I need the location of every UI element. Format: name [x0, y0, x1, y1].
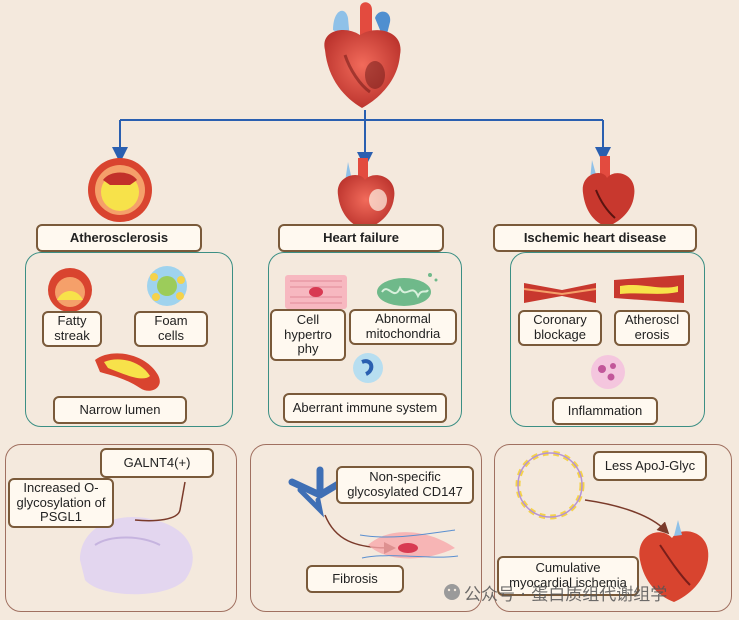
- artery-cross-section-icon: [88, 158, 152, 222]
- immune-cell-icon: [353, 353, 383, 383]
- increased-o-glycosylation-label: Increased O-glycosylation of PSGL1: [8, 478, 114, 528]
- atherosclerosis-panel: [25, 252, 233, 427]
- cardiomyocyte-icon: [285, 275, 347, 309]
- fatty-streak-icon: [48, 268, 92, 312]
- atherosclerosis-split-label: Atheroscl erosis: [614, 310, 690, 346]
- less-apoj-glyc-label: Less ApoJ-Glyc: [593, 451, 707, 481]
- connector-lines: [112, 110, 611, 168]
- top-heart-icon: [324, 2, 401, 108]
- fatty-streak-label: Fatty streak: [42, 311, 102, 347]
- fibroblast-icon: [359, 529, 459, 559]
- wechat-icon: [444, 584, 460, 600]
- atherosclerosis-mechanism-panel: [5, 444, 237, 612]
- damaged-heart-icon: [639, 520, 709, 602]
- heart-failure-mechanism-panel: [250, 444, 482, 612]
- narrow-lumen-label: Narrow lumen: [53, 396, 187, 424]
- atherosclerosis-header: Atherosclerosis: [36, 224, 202, 252]
- heart-failure-heart-icon: [337, 158, 395, 230]
- ischemic-heart-icon: [582, 156, 635, 227]
- cumulative-myocardial-ischemia-label: Cumulative myocardial ischemia: [497, 556, 639, 596]
- ischemic-panel: [510, 252, 705, 427]
- cell-icon: [80, 481, 193, 595]
- cell-hypertrophy-label: Cell hypertro phy: [270, 309, 346, 361]
- vesicle-ring-icon: [515, 450, 585, 520]
- heart-failure-header: Heart failure: [278, 224, 444, 252]
- mitochondria-icon: [377, 273, 438, 306]
- heart-failure-panel: [268, 252, 462, 427]
- atherosclerotic-vessel-icon: [614, 275, 684, 303]
- coronary-vessel-icon: [523, 283, 597, 303]
- ischemic-heart-disease-header: Ischemic heart disease: [493, 224, 697, 252]
- inflammation-label: Inflammation: [552, 397, 658, 425]
- abnormal-mitochondria-label: Abnormal mitochondria: [349, 309, 457, 345]
- fibrosis-label: Fibrosis: [306, 565, 404, 593]
- non-specific-glycosylated-cd147-label: Non-specific glycosylated CD147: [336, 466, 474, 504]
- inflammatory-cell-icon: [591, 355, 625, 389]
- aberrant-immune-system-label: Aberrant immune system: [283, 393, 447, 423]
- watermark-text: 公众号 · 蛋白质组代谢组学: [464, 585, 668, 605]
- foam-cells-label: Foam cells: [134, 311, 208, 347]
- coronary-blockage-label: Coronary blockage: [518, 310, 602, 346]
- narrow-lumen-artery-icon: [95, 353, 160, 391]
- ring-to-heart-arrow: [584, 499, 670, 535]
- ischemic-mechanism-panel: [494, 444, 732, 612]
- foam-cell-icon: [147, 266, 187, 306]
- galnt4-label: GALNT4(+): [100, 448, 214, 478]
